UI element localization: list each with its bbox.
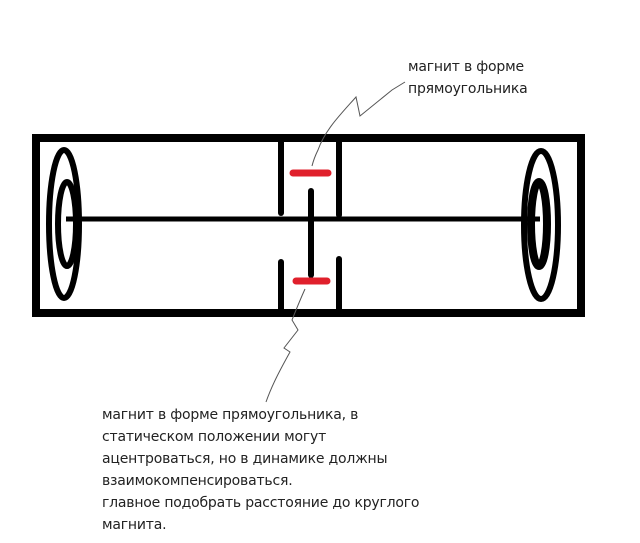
right-round-magnet-inner (527, 178, 551, 270)
left-round-magnet-inner (55, 179, 79, 269)
top-label-line: магнит в форме (408, 59, 524, 75)
bottom-label-line: статическом положении могут (102, 429, 327, 445)
top-magnet-label: магнит в форме прямоугольника (408, 56, 528, 100)
bottom-label-line: взаимокомпенсироваться. (102, 473, 293, 489)
top-label-line: прямоугольника (408, 81, 528, 97)
right-round-magnet-outer (521, 148, 561, 302)
housing-frame (32, 134, 585, 317)
bottom-description-label: магнит в форме прямоугольника, в статиче… (102, 404, 419, 536)
bottom-label-line: магнита. (102, 517, 167, 533)
bottom-label-line: магнит в форме прямоугольника, в (102, 407, 359, 423)
bottom-label-line: ацентроваться, но в динамике должны (102, 451, 388, 467)
bottom-leader-line (265, 288, 306, 403)
top-leader-line (311, 81, 406, 167)
bottom-label-line: главное подобрать расстояние до круглого (102, 495, 420, 511)
